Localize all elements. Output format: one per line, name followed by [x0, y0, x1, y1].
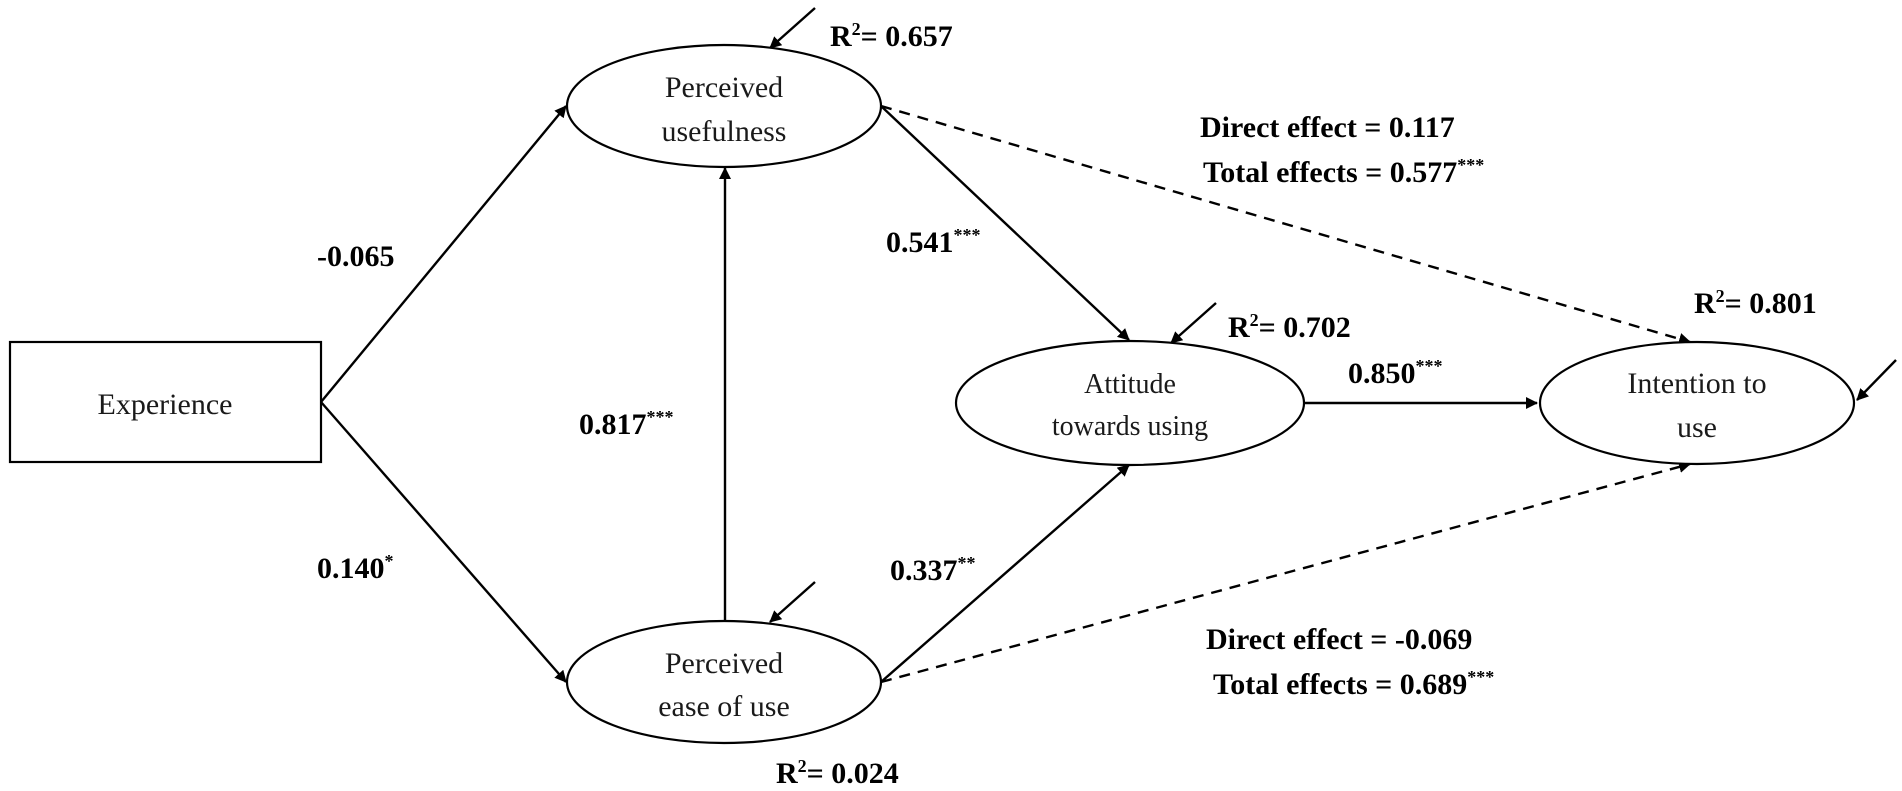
- edge-experience-to-ease: [320, 401, 567, 683]
- node-usefulness-line-1: Perceived: [665, 71, 783, 104]
- node-ease-line-1: Perceived: [665, 647, 783, 680]
- node-usefulness-line-2: usefulness: [662, 115, 787, 148]
- node-perceived-usefulness: Perceived usefulness: [565, 43, 883, 169]
- node-intention-line-1: Intention to: [1627, 367, 1766, 400]
- error-arrow-ease: [769, 581, 816, 623]
- coef-experience-ease: 0.140*: [317, 551, 394, 585]
- edge-ease-to-attitude: [880, 464, 1130, 683]
- node-perceived-ease-of-use: Perceived ease of use: [565, 619, 883, 745]
- coef-ease-usefulness: 0.817***: [579, 407, 674, 441]
- effect-ease-direct: Direct effect = -0.069: [1206, 623, 1472, 656]
- edge-experience-to-usefulness: [320, 105, 567, 403]
- r-squared-usefulness: R2= 0.657: [830, 19, 953, 53]
- node-experience: Experience: [8, 340, 323, 464]
- error-arrow-usefulness: [769, 7, 816, 49]
- error-arrow-attitude: [1170, 302, 1217, 344]
- edge-ease-to-intention-dashed: [880, 461, 1691, 684]
- edge-usefulness-to-attitude: [880, 105, 1130, 341]
- edge-usefulness-to-intention-dashed: [880, 104, 1691, 345]
- effect-usefulness-total: Total effects = 0.577***: [1203, 155, 1484, 189]
- node-attitude-line-2: towards using: [1052, 411, 1208, 442]
- coef-attitude-intention: 0.850***: [1348, 356, 1443, 390]
- node-attitude-towards-using: Attitude towards using: [954, 339, 1306, 467]
- node-experience-label: Experience: [98, 388, 233, 421]
- coef-ease-attitude: 0.337**: [890, 553, 976, 587]
- coef-experience-usefulness: -0.065: [317, 240, 395, 273]
- coef-usefulness-attitude: 0.541***: [886, 225, 981, 259]
- r-squared-attitude: R2= 0.702: [1228, 310, 1351, 344]
- r-squared-intention: R2= 0.801: [1694, 286, 1817, 320]
- node-ease-line-2: ease of use: [658, 690, 790, 723]
- node-intention-line-2: use: [1677, 411, 1717, 444]
- node-intention-to-use: Intention to use: [1538, 340, 1856, 466]
- node-attitude-line-1: Attitude: [1084, 369, 1176, 400]
- error-arrow-intention: [1856, 359, 1897, 401]
- effect-ease-total: Total effects = 0.689***: [1213, 667, 1494, 701]
- r-squared-ease: R2= 0.024: [776, 756, 899, 790]
- effect-usefulness-direct: Direct effect = 0.117: [1200, 111, 1455, 144]
